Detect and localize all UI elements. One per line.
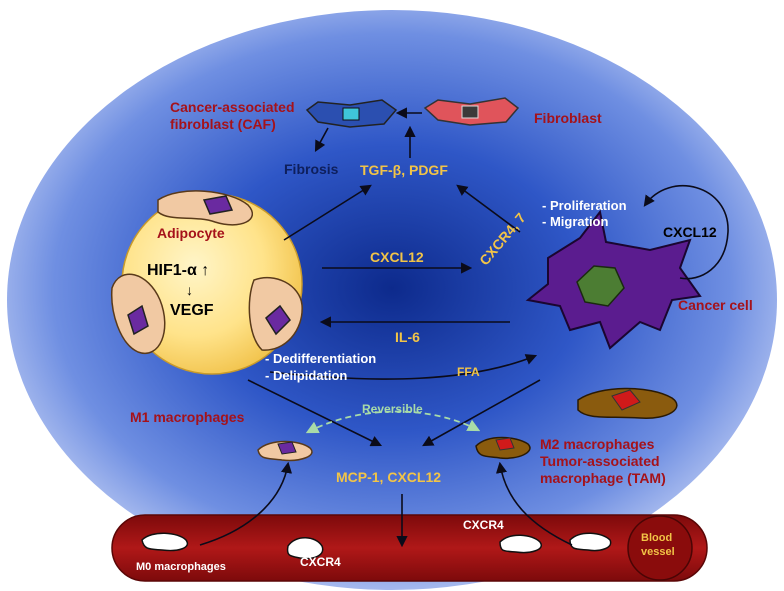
m2-label-line1: M2 macrophages	[540, 436, 655, 452]
tgf-pdgf-label: TGF-β, PDGF	[360, 162, 448, 178]
blood-vessel-label-line2: vessel	[641, 546, 675, 558]
arrow-adipocyte-to-mcp	[247, 379, 383, 447]
adipocyte-label: Adipocyte	[157, 225, 225, 241]
proliferation-label: - Proliferation	[542, 198, 627, 213]
il6-label: IL-6	[395, 329, 420, 345]
arrow-cancer-to-tgf	[456, 184, 521, 233]
m0-macrophages	[141, 532, 612, 560]
reversible-label: Reversible	[362, 402, 423, 416]
vegf-label: VEGF	[170, 302, 214, 319]
m1-macrophage-cell	[257, 440, 313, 462]
ffa-label: FFA	[457, 365, 480, 379]
arrow-cancer-to-mcp	[422, 379, 541, 447]
dedifferentiation-label: - Dedifferentiation	[265, 351, 377, 366]
hif-label: HIF1-α ↑	[147, 262, 209, 280]
cancer-cell	[525, 209, 702, 350]
fibrosis-label: Fibrosis	[284, 161, 339, 177]
m2-label-line3: macrophage (TAM)	[540, 470, 666, 486]
cxcl12-mid-label: CXCL12	[370, 249, 424, 265]
m2-label-line2: Tumor-associated	[540, 453, 660, 469]
m2-macrophage-cell	[475, 436, 531, 460]
migration-label: - Migration	[542, 214, 609, 229]
blood-vessel-label-line1: Blood	[641, 532, 673, 544]
arrow-m0-to-m2	[495, 461, 573, 546]
cxcr4-left-label: CXCR4	[300, 555, 341, 569]
arrow-reversible	[305, 410, 481, 434]
mcp-cxcl12-label: MCP-1, CXCL12	[336, 469, 442, 485]
cancer-cell-label: Cancer cell	[678, 297, 753, 313]
adipocyte-macrophages	[111, 190, 303, 355]
arrow-adipocyte-to-tgf	[283, 184, 372, 241]
arrow-cxcl12-loop	[643, 184, 729, 280]
delipidation-label: - Delipidation	[265, 368, 348, 383]
caf-cell	[305, 99, 398, 128]
tam-cell	[577, 387, 678, 419]
arrow-caf-to-fibrosis	[314, 127, 329, 152]
arrow-m0-to-m1	[199, 461, 293, 546]
m1-label: M1 macrophages	[130, 409, 245, 425]
fibroblast-cell	[423, 97, 520, 126]
tissue-background	[7, 10, 777, 590]
cxcl12-loop-label: CXCL12	[663, 224, 717, 240]
down-arrow-icon: ↓	[186, 282, 193, 298]
caf-label-line2: fibroblast (CAF)	[170, 116, 276, 132]
cxcr4-right-label: CXCR4	[463, 518, 504, 532]
up-arrow-icon: ↑	[201, 262, 210, 279]
caf-label-line1: Cancer-associated	[170, 99, 295, 115]
arrow-ffa	[269, 354, 538, 380]
m0-label: M0 macrophages	[136, 561, 226, 573]
hif-text: HIF1-α	[147, 262, 197, 279]
arrows	[199, 107, 729, 548]
blood-vessel	[111, 514, 708, 582]
fibroblast-label: Fibroblast	[534, 110, 602, 126]
